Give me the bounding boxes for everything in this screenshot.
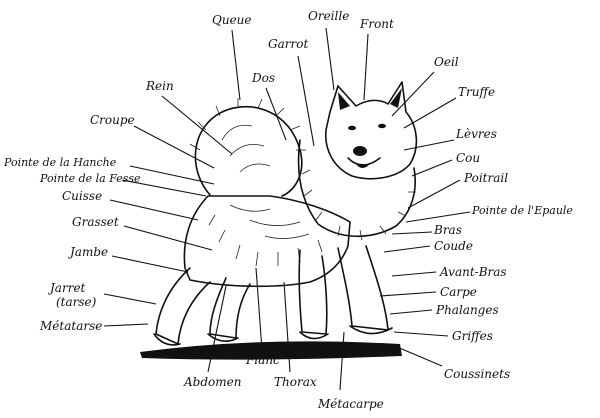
pointer-thorax: [283, 281, 291, 373]
eye-right: [378, 123, 386, 129]
label-truffe: Truffe: [458, 85, 495, 99]
pointer-grasset: [123, 225, 213, 251]
label-pointe-epaule: Pointe de l'Epaule: [471, 204, 573, 217]
label-cuisse: Cuisse: [62, 189, 102, 203]
label-pointe-fesse: Pointe de la Fesse: [39, 172, 141, 185]
pointer-bras: [391, 231, 433, 235]
dog-neck-ruff: [297, 139, 416, 238]
label-jarret: Jarret: [47, 281, 86, 295]
pointer-oeil: [391, 71, 435, 117]
label-poitrail: Poitrail: [463, 171, 508, 185]
hind-leg-right: [209, 277, 251, 339]
label-oeil: Oeil: [434, 55, 459, 69]
hind-leg-left: [155, 267, 211, 345]
pointer-cou: [411, 159, 453, 177]
pointer-metatarse: [103, 323, 149, 327]
pointer-metacarpe: [339, 331, 345, 391]
pointer-flanc: [255, 267, 263, 351]
ear-inner-left: [338, 92, 350, 110]
pointer-lines: [103, 27, 471, 391]
hind-paw-right: [207, 333, 239, 342]
dog-tongue: [356, 164, 370, 168]
pointer-phalanges: [389, 309, 433, 315]
label-pointe-hanche: Pointe de la Hanche: [3, 156, 117, 169]
front-paw-right: [349, 325, 393, 335]
pointer-coussinets: [389, 343, 443, 367]
pointer-queue: [231, 29, 241, 101]
label-rein: Rein: [145, 79, 174, 93]
label-bras: Bras: [433, 223, 462, 237]
pointer-rein: [161, 95, 233, 155]
pointer-avant-bras: [391, 271, 437, 277]
pointer-poitrail: [407, 179, 461, 209]
eye-left: [348, 125, 356, 131]
label-avant-bras: Avant-Bras: [439, 265, 507, 279]
label-croupe: Croupe: [90, 113, 135, 127]
label-garrot: Garrot: [268, 37, 308, 51]
body-fur: [208, 204, 323, 267]
labels: Queue Oreille Front Garrot Oeil Dos Rein…: [3, 9, 573, 411]
label-levres: Lèvres: [455, 127, 497, 141]
label-queue: Queue: [212, 13, 252, 27]
dog-head: [325, 81, 418, 180]
pointer-cuisse: [109, 199, 199, 221]
label-oreille: Oreille: [308, 9, 349, 23]
label-metatarse: Métatarse: [39, 319, 102, 333]
front-paw-left: [299, 331, 329, 340]
dog-tail: [194, 105, 303, 197]
front-leg-left: [298, 249, 328, 335]
label-griffes: Griffes: [452, 329, 493, 343]
ruff-fur: [301, 169, 416, 241]
pointer-croupe: [133, 125, 215, 169]
label-carpe: Carpe: [440, 285, 477, 299]
pointer-abdomen: [207, 285, 227, 373]
label-front: Front: [359, 17, 394, 31]
label-jambe: Jambe: [67, 245, 108, 259]
pointer-dos: [265, 87, 287, 141]
pointer-oreille: [325, 27, 335, 91]
pointer-jarret: [103, 293, 157, 305]
label-grasset: Grasset: [72, 215, 119, 229]
dog-nose: [353, 146, 367, 156]
label-dos: Dos: [251, 71, 275, 85]
pointer-epaule: [405, 211, 471, 223]
pointer-levres: [403, 139, 455, 151]
pointer-garrot: [297, 55, 315, 147]
label-phalanges: Phalanges: [435, 303, 499, 317]
pointer-hanche: [129, 165, 215, 185]
dog-mouth: [347, 157, 381, 166]
pointer-carpe: [379, 291, 437, 297]
label-metacarpe: Métacarpe: [317, 397, 384, 411]
pointer-front: [363, 33, 369, 101]
label-coussinets: Coussinets: [444, 367, 510, 381]
tail-fur: [189, 98, 306, 173]
hind-paw-left: [153, 333, 181, 346]
label-thorax: Thorax: [274, 375, 317, 389]
pointer-griffes: [393, 331, 449, 337]
label-tarse: (tarse): [56, 295, 97, 309]
label-flanc: Flanc: [245, 353, 280, 367]
ground-shadow: [140, 341, 402, 360]
front-leg-right: [337, 245, 389, 331]
label-abdomen: Abdomen: [183, 375, 241, 389]
pointer-truffe: [403, 97, 457, 129]
label-coude: Coude: [434, 239, 473, 253]
ear-inner-right: [390, 88, 402, 108]
dog-body: [183, 195, 351, 288]
dog-illustration: [140, 81, 418, 360]
label-cou: Cou: [456, 151, 480, 165]
pointer-jambe: [111, 255, 189, 273]
pointer-coude: [383, 245, 431, 253]
pointer-fesse: [121, 179, 207, 197]
